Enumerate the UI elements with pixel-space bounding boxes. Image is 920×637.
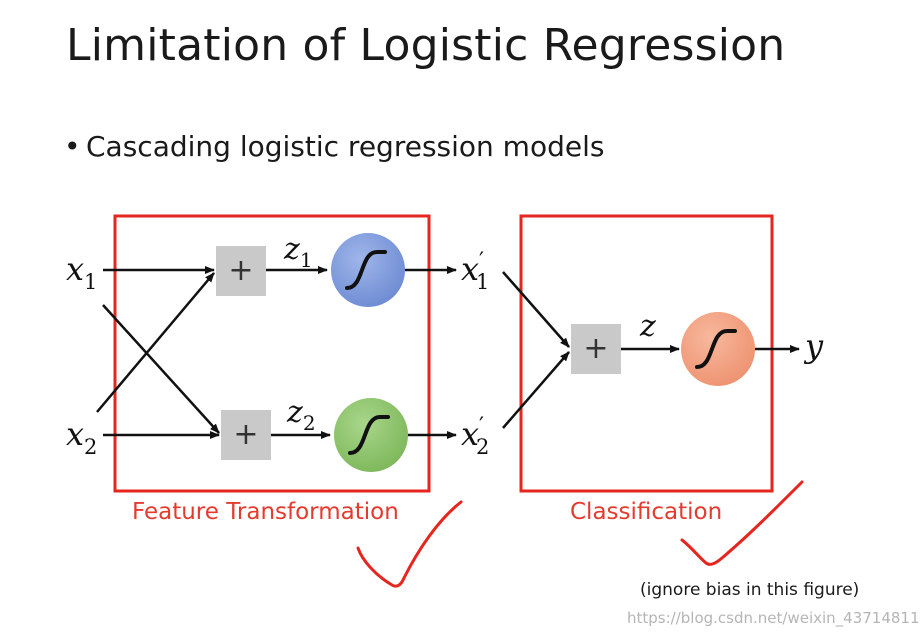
sigmoid-node-blue: [331, 233, 405, 307]
check-mark-icon: [680, 480, 804, 566]
slide-title: Limitation of Logistic Regression: [66, 20, 786, 71]
bullet-marker: •: [64, 130, 81, 163]
sigmoid-curve-icon: [695, 329, 737, 369]
watermark: https://blog.csdn.net/weixin_43714811: [627, 609, 920, 627]
input-x1-label: x1: [66, 250, 97, 294]
sigmoid-curve-icon: [345, 250, 387, 290]
feature-transformation-box: [113, 214, 431, 493]
edge-x2-to-sum1: [96, 272, 215, 413]
plus-icon: +: [228, 253, 253, 288]
input-x2-label: x2: [66, 415, 97, 459]
bias-note: (ignore bias in this figure): [640, 580, 860, 600]
feature-transformation-label: Feature Transformation: [132, 499, 399, 525]
bullet-text: Cascading logistic regression models: [86, 130, 605, 163]
check-mark-icon: [356, 500, 463, 588]
z1-label: z1: [283, 232, 313, 272]
edge-x2p-to-sum3: [502, 351, 570, 429]
edge-x1p-to-sum3: [502, 271, 570, 348]
plus-icon: +: [233, 417, 258, 452]
y-label: y: [803, 327, 824, 365]
bullet-point: •Cascading logistic regression models: [64, 130, 604, 163]
x1-prime-label: x′1: [461, 249, 489, 294]
classification-box: [519, 214, 774, 493]
sigmoid-node-orange: [681, 312, 755, 386]
sum-node-3: [571, 324, 621, 374]
sigmoid-node-green: [334, 398, 408, 472]
plus-icon: +: [583, 331, 608, 366]
z2-label: z2: [286, 395, 316, 435]
sigmoid-curve-icon: [348, 415, 390, 455]
x2-prime-label: x′2: [461, 414, 489, 459]
sum-node-1: [216, 246, 266, 296]
classification-label: Classification: [570, 499, 723, 525]
edge-x1-to-sum2: [102, 304, 220, 434]
z-label: z: [639, 309, 656, 344]
sum-node-2: [221, 410, 271, 460]
